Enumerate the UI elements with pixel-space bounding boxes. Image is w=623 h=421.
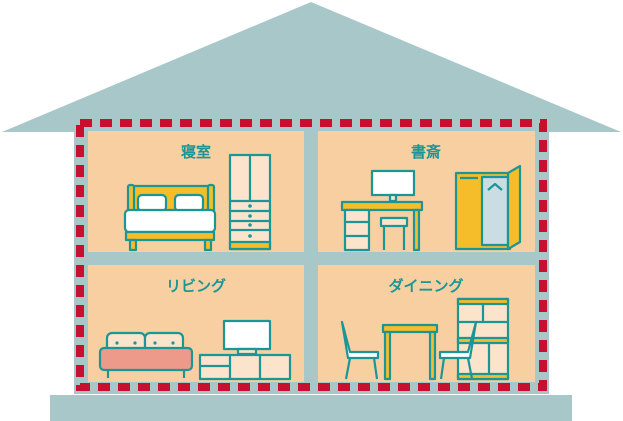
room-label-living: リビング [166,277,226,295]
room-label-study: 書斎 [411,143,441,161]
room-label-dining: ダイニング [388,277,463,295]
foundation [50,395,572,421]
cupboard-icon [456,297,510,381]
closet-icon [454,164,522,251]
bed-icon [123,183,217,252]
monitor-icon [370,169,416,203]
chair-icon [379,216,409,250]
roof [2,2,621,132]
wardrobe-icon [228,153,272,251]
dining-table-icon [381,323,439,381]
room-label-bedroom: 寝室 [181,143,211,161]
desk-icon [340,200,424,252]
tv-icon [222,319,272,356]
boundary-dashed-line [76,119,547,391]
sofa-icon [98,331,194,378]
tv-cabinet-icon [198,353,292,381]
dining-chair-right-icon [438,320,478,380]
dining-chair-left-icon [340,320,380,380]
